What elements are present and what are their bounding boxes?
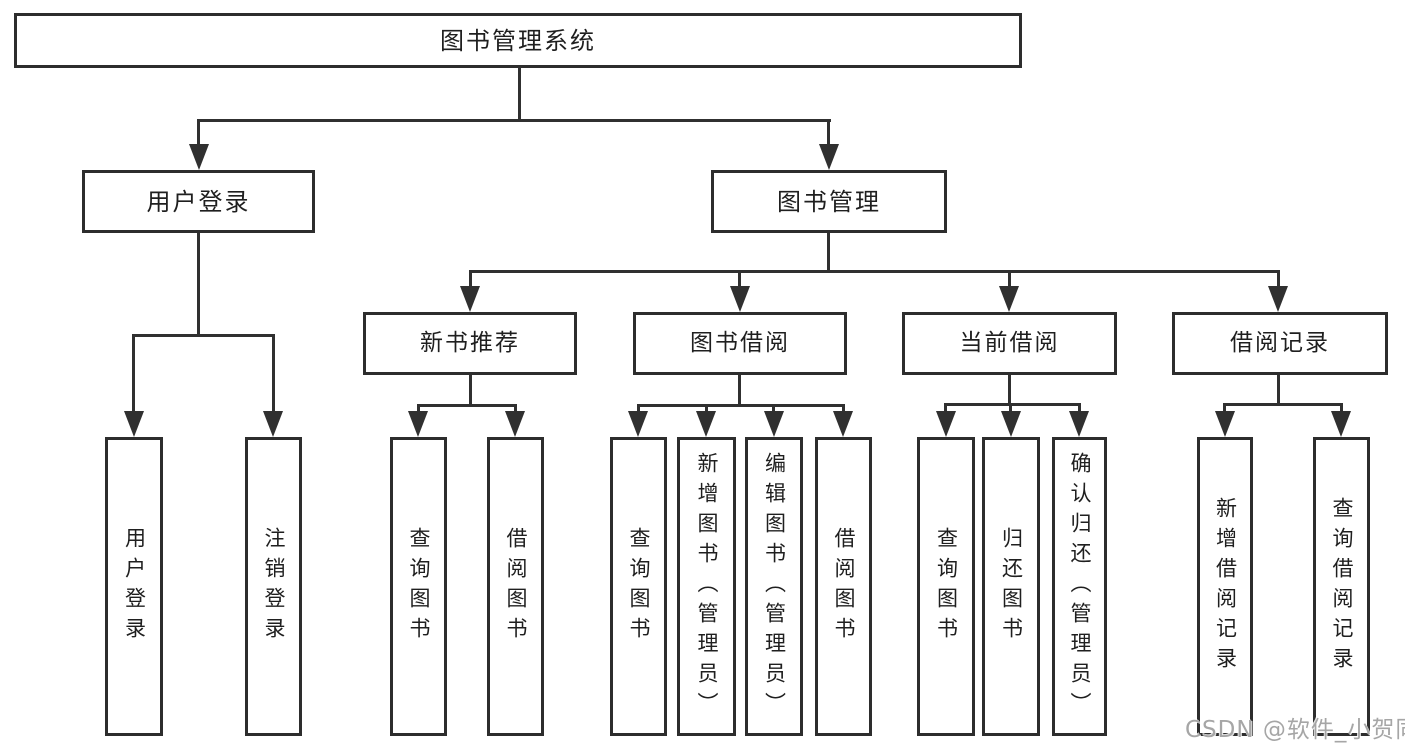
arrow-down-icon xyxy=(764,411,784,437)
node-label: 归还图书 xyxy=(999,526,1024,647)
connector-vline xyxy=(1009,403,1012,414)
arrow-down-icon xyxy=(1268,286,1288,312)
node-label: 确认归还（管理员） xyxy=(1068,451,1092,722)
node-label: 图书管理 xyxy=(777,187,881,216)
connector-vline xyxy=(944,403,947,414)
connector-vline xyxy=(827,119,830,147)
leaf-add-borrow-record: 新增借阅记录 xyxy=(1197,437,1253,736)
connector-vline xyxy=(772,404,775,414)
connector-hline xyxy=(1223,403,1343,406)
connector-vline xyxy=(197,233,200,337)
connector-hline xyxy=(417,404,517,407)
arrow-down-icon xyxy=(1215,411,1235,437)
connector-vline xyxy=(1223,403,1226,414)
node-label: 当前借阅 xyxy=(959,330,1060,356)
connector-hline xyxy=(944,403,1081,406)
node-label: 注销登录 xyxy=(262,526,286,647)
arrow-down-icon xyxy=(999,286,1019,312)
connector-vline xyxy=(1340,403,1343,414)
node-label: 查询图书 xyxy=(627,526,651,647)
node-label: 查询图书 xyxy=(934,526,959,647)
node-current-borrowing: 当前借阅 xyxy=(902,312,1117,375)
leaf-add-book-admin: 新增图书（管理员） xyxy=(677,437,736,736)
arrow-down-icon xyxy=(1331,411,1351,437)
connector-vline xyxy=(469,375,472,407)
node-label: 查询借阅记录 xyxy=(1330,496,1354,677)
connector-vline xyxy=(705,404,708,414)
node-user-login: 用户登录 xyxy=(82,170,315,233)
connector-vline xyxy=(738,375,741,406)
leaf-logout: 注销登录 xyxy=(245,437,302,736)
connector-vline xyxy=(514,404,517,414)
leaf-confirm-return-admin: 确认归还（管理员） xyxy=(1052,437,1107,736)
arrow-down-icon xyxy=(505,411,525,437)
connector-vline xyxy=(132,334,135,414)
arrow-down-icon xyxy=(460,286,480,312)
node-label: 图书借阅 xyxy=(690,330,790,356)
connector-vline xyxy=(827,233,830,272)
leaf-query-books-current: 查询图书 xyxy=(917,437,975,736)
arrow-down-icon xyxy=(189,144,209,170)
node-label: 借阅图书 xyxy=(504,526,528,647)
node-label: 用户登录 xyxy=(122,526,147,647)
connector-hline xyxy=(637,404,845,407)
node-label: 新书推荐 xyxy=(420,330,520,356)
connector-vline xyxy=(518,67,521,120)
connector-vline xyxy=(1277,270,1280,290)
node-label: 图书管理系统 xyxy=(440,26,596,55)
connector-vline xyxy=(637,404,640,414)
node-label: 用户登录 xyxy=(146,187,251,216)
node-label: 查询图书 xyxy=(407,526,431,647)
connector-vline xyxy=(1078,403,1081,414)
connector-hline xyxy=(469,270,1280,273)
leaf-borrow-books-recommend: 借阅图书 xyxy=(487,437,544,736)
leaf-borrow-books-borrowing: 借阅图书 xyxy=(815,437,872,736)
leaf-edit-book-admin: 编辑图书（管理员） xyxy=(745,437,803,736)
arrow-down-icon xyxy=(263,411,283,437)
node-label: 编辑图书（管理员） xyxy=(762,451,787,722)
arrow-down-icon xyxy=(833,411,853,437)
connector-vline xyxy=(272,334,275,414)
connector-vline xyxy=(1008,270,1011,290)
connector-vline xyxy=(1008,375,1011,405)
arrow-down-icon xyxy=(1001,411,1021,437)
connector-hline xyxy=(197,119,831,122)
csdn-watermark: CSDN @软件_小贺同学 xyxy=(1185,717,1405,743)
connector-vline xyxy=(469,270,472,290)
node-label: 新增图书（管理员） xyxy=(695,451,719,722)
leaf-query-books-recommend: 查询图书 xyxy=(390,437,447,736)
connector-vline xyxy=(1277,375,1280,405)
node-book-management: 图书管理 xyxy=(711,170,947,233)
leaf-user-login: 用户登录 xyxy=(105,437,163,736)
arrow-down-icon xyxy=(628,411,648,437)
connector-vline xyxy=(417,404,420,414)
arrow-down-icon xyxy=(819,144,839,170)
arrow-down-icon xyxy=(1069,411,1089,437)
leaf-return-books: 归还图书 xyxy=(982,437,1040,736)
arrow-down-icon xyxy=(696,411,716,437)
connector-vline xyxy=(197,119,200,147)
arrow-down-icon xyxy=(730,286,750,312)
connector-vline xyxy=(738,270,741,290)
node-label: 借阅图书 xyxy=(832,526,856,647)
arrow-down-icon xyxy=(408,411,428,437)
arrow-down-icon xyxy=(124,411,144,437)
node-book-borrowing: 图书借阅 xyxy=(633,312,847,375)
node-label: 新增借阅记录 xyxy=(1213,496,1238,677)
arrow-down-icon xyxy=(936,411,956,437)
connector-vline xyxy=(842,404,845,414)
node-root-library-management-system: 图书管理系统 xyxy=(14,13,1022,68)
leaf-query-books-borrowing: 查询图书 xyxy=(610,437,667,736)
node-label: 借阅记录 xyxy=(1230,330,1330,356)
connector-hline xyxy=(132,334,275,337)
node-new-book-recommendation: 新书推荐 xyxy=(363,312,577,375)
leaf-query-borrow-record: 查询借阅记录 xyxy=(1313,437,1370,736)
node-borrowing-records: 借阅记录 xyxy=(1172,312,1388,375)
